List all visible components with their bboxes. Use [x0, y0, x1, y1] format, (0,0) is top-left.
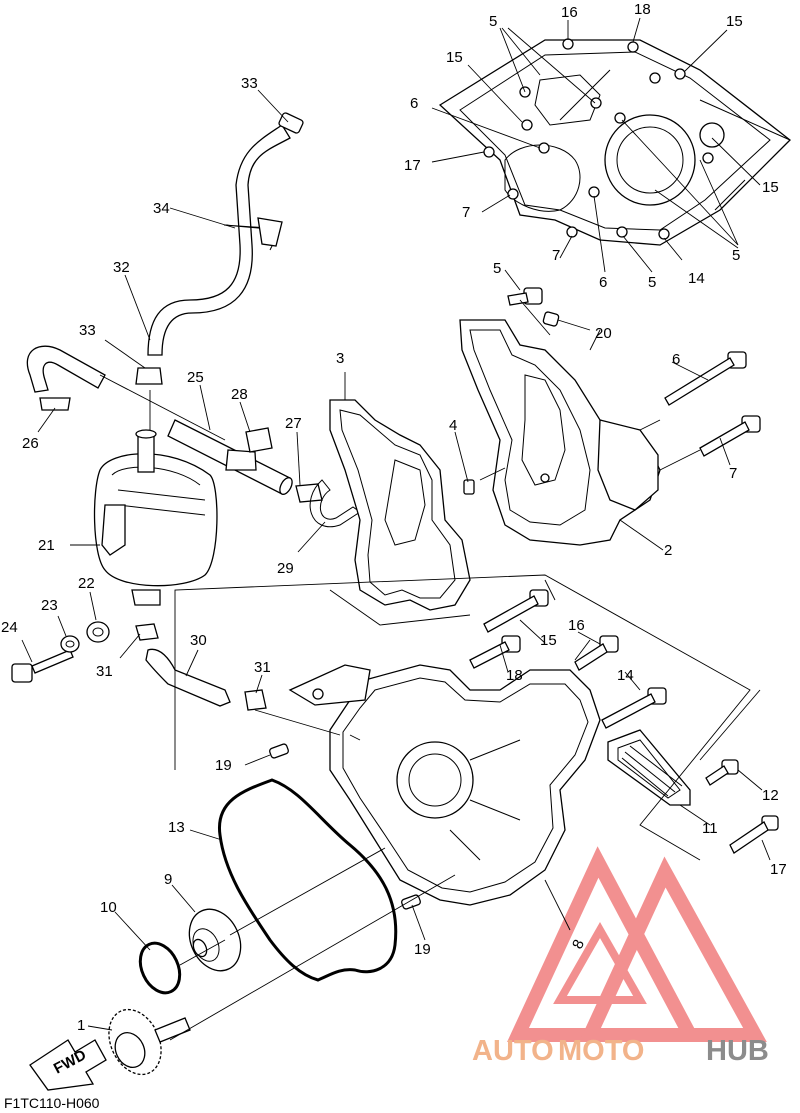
callout-15: 15 — [762, 179, 779, 196]
fwd-arrow-icon: FWD — [29, 1039, 107, 1091]
callout-25: 25 — [187, 369, 204, 386]
callout-labels: 5 16 18 15 15 6 17 15 7 7 6 5 14 5 5 20 … — [1, 1, 787, 1034]
callout-34: 34 — [153, 200, 170, 217]
assembly-lines — [99, 299, 761, 1041]
pipe-25 — [167, 419, 293, 495]
callout-33: 33 — [79, 322, 96, 339]
catch-tank — [93, 429, 218, 606]
callout-6: 6 — [410, 95, 418, 112]
callout-1: 1 — [77, 1017, 85, 1034]
circlip-10 — [138, 941, 182, 995]
callout-20: 20 — [595, 325, 612, 342]
gear-1 — [108, 1008, 191, 1076]
watermark-hub: HUB — [706, 1035, 769, 1067]
bolt-24 — [11, 649, 74, 683]
leader-lines — [21, 17, 771, 1031]
cover-8 — [288, 664, 601, 906]
grommet-22 — [86, 621, 110, 643]
callout-22: 22 — [78, 575, 95, 592]
callout-31: 31 — [96, 663, 113, 680]
callout-6: 6 — [599, 274, 607, 291]
dowel-20 — [542, 311, 560, 327]
gasket-3 — [329, 399, 471, 611]
callout-15: 15 — [726, 13, 743, 30]
strainer-11 — [607, 729, 691, 806]
callout-7: 7 — [462, 204, 470, 221]
bolt-12 — [705, 759, 739, 786]
callout-8: 8 — [569, 937, 588, 952]
bolt-5-mid — [507, 287, 543, 306]
callout-30: 30 — [190, 632, 207, 649]
callout-16: 16 — [561, 4, 578, 21]
crankcase-cover-rear — [438, 38, 791, 246]
callout-17: 17 — [770, 861, 787, 878]
callout-10: 10 — [100, 899, 117, 916]
watermark-auto: AUTO — [472, 1035, 554, 1067]
callout-7: 7 — [729, 465, 737, 482]
callout-26: 26 — [22, 435, 39, 452]
callout-15: 15 — [446, 49, 463, 66]
callout-12: 12 — [762, 787, 779, 804]
watermark-text: AUTO MOTO HUB — [472, 1035, 769, 1067]
callout-14: 14 — [688, 270, 705, 287]
hose-30 — [145, 648, 267, 711]
breather-hose-upper — [147, 112, 304, 356]
callout-31: 31 — [254, 659, 271, 676]
callout-9: 9 — [164, 871, 172, 888]
callout-6: 6 — [672, 351, 680, 368]
callout-21: 21 — [38, 537, 55, 554]
hose-clamp-33 — [135, 367, 163, 385]
dowel-19 — [269, 743, 421, 910]
callout-2: 2 — [664, 542, 672, 559]
callout-16: 16 — [568, 617, 585, 634]
bolt-6-long — [664, 351, 747, 406]
watermark-logo — [507, 846, 767, 1042]
callout-19: 19 — [414, 941, 431, 958]
pump-housing-2 — [459, 319, 661, 546]
o-ring-13 — [218, 778, 398, 982]
washer-23 — [60, 635, 80, 653]
callout-28: 28 — [231, 386, 248, 403]
callout-5: 5 — [493, 260, 501, 277]
callout-5: 5 — [489, 13, 497, 30]
callout-15: 15 — [540, 632, 557, 649]
callout-17: 17 — [404, 157, 421, 174]
bearing-9 — [188, 908, 242, 972]
callout-32: 32 — [113, 259, 130, 276]
callout-29: 29 — [277, 560, 294, 577]
callout-18: 18 — [506, 667, 523, 684]
watermark-moto: MOTO — [558, 1035, 644, 1067]
callout-19: 19 — [215, 757, 232, 774]
callout-13: 13 — [168, 819, 185, 836]
callout-5: 5 — [732, 247, 740, 264]
bolt-17 — [729, 815, 779, 854]
callout-11: 11 — [702, 820, 718, 837]
bolt-holes-top — [483, 38, 714, 240]
breather-hose-lower — [26, 345, 106, 411]
callout-33: 33 — [241, 75, 258, 92]
clamp-31-left — [135, 623, 159, 641]
bolts-15-18-14 — [469, 589, 667, 729]
callout-24: 24 — [1, 619, 18, 636]
pin-4 — [463, 479, 475, 495]
callout-5: 5 — [648, 274, 656, 291]
callout-18: 18 — [634, 1, 651, 18]
diagram-code: F1TC110-H060 — [4, 1095, 100, 1111]
callout-4: 4 — [449, 417, 457, 434]
callout-23: 23 — [41, 597, 58, 614]
callout-3: 3 — [336, 350, 344, 367]
callout-7: 7 — [552, 247, 560, 264]
callout-14: 14 — [617, 667, 634, 684]
bolt-7-long — [699, 415, 761, 457]
callout-27: 27 — [285, 415, 302, 432]
